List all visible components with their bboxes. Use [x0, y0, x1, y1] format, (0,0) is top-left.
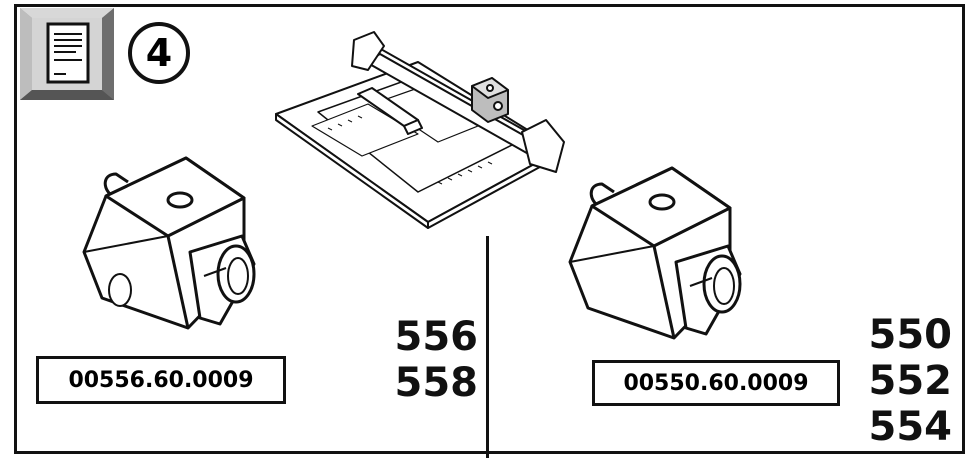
part-number-box-left: 00556.60.0009	[36, 356, 286, 404]
document-icon	[20, 8, 114, 100]
trimmer-machine-icon	[275, 31, 565, 229]
section-divider	[486, 236, 489, 458]
model-list-right: 550 552 554	[862, 312, 953, 450]
cutting-head-icon	[568, 166, 742, 340]
model-number: 558	[394, 360, 479, 406]
part-number-right: 00550.60.0009	[623, 370, 809, 396]
part-number-left: 00556.60.0009	[68, 367, 254, 393]
model-number: 552	[868, 358, 953, 404]
model-number: 554	[868, 404, 953, 450]
model-number: 550	[868, 312, 953, 358]
model-number: 556	[394, 314, 479, 360]
part-number-box-right: 00550.60.0009	[592, 360, 840, 406]
diagram-frame	[14, 4, 965, 454]
cutting-head-icon	[82, 156, 256, 330]
model-list-left: 556 558	[384, 314, 479, 406]
step-number: 4	[128, 22, 190, 84]
